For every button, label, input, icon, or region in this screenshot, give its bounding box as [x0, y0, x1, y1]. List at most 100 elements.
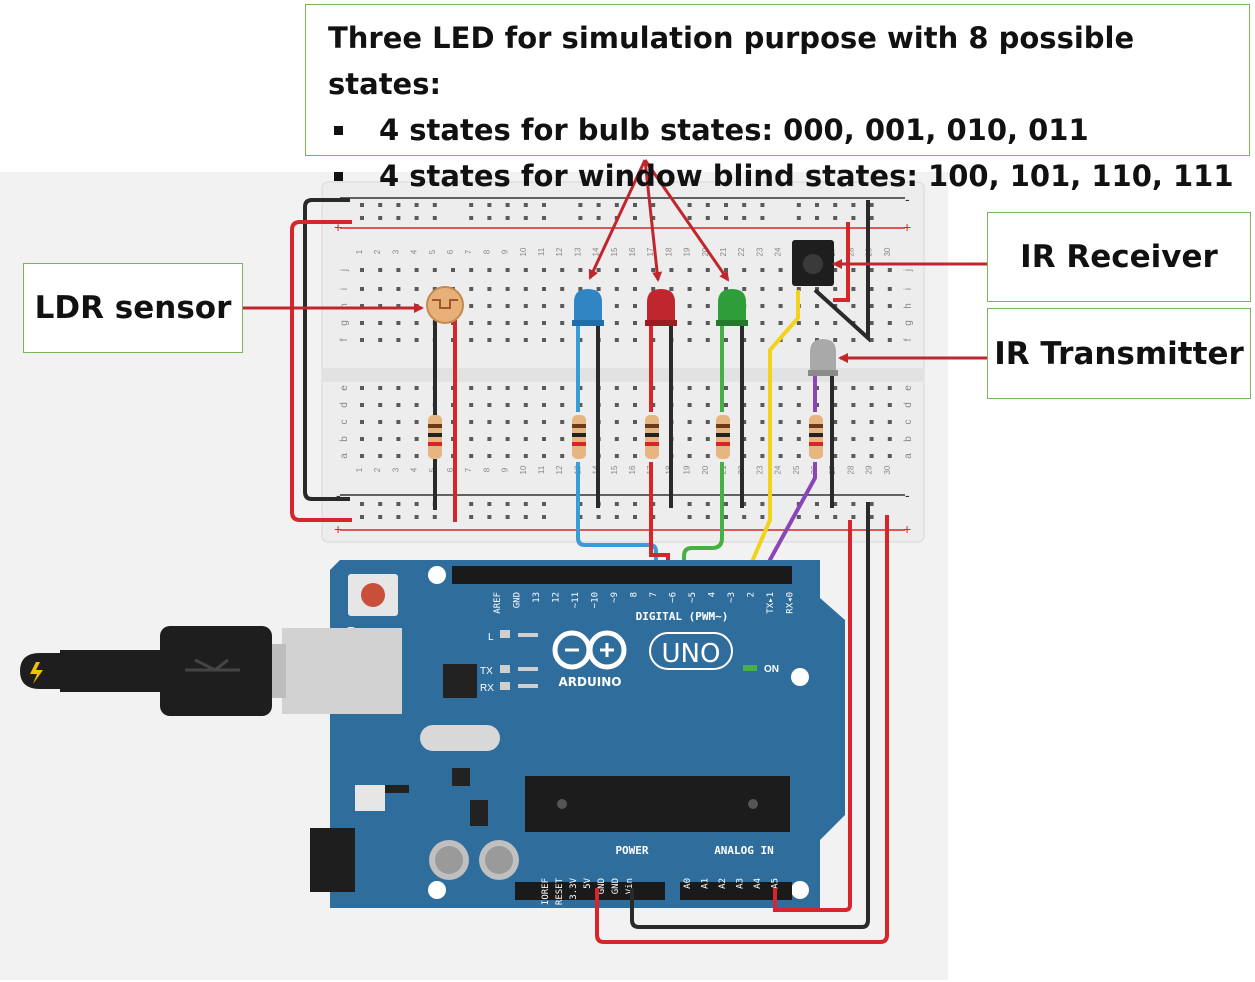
terminal-hole: [869, 454, 874, 458]
terminal-hole: [687, 268, 692, 272]
column-number: 12: [555, 247, 564, 256]
terminal-hole: [851, 454, 856, 458]
terminal-hole: [360, 386, 364, 390]
row-letter: f: [339, 338, 350, 341]
resistor-green: [716, 415, 730, 459]
pin-label: A3: [736, 878, 746, 889]
rail-hole: [796, 515, 801, 519]
terminal-hole: [833, 420, 838, 424]
row-letter: g: [903, 320, 914, 326]
terminal-hole: [414, 403, 419, 407]
rail-hole: [469, 515, 474, 519]
terminal-hole: [542, 304, 546, 308]
terminal-hole: [414, 321, 419, 325]
row-letter: h: [903, 303, 914, 309]
terminal-hole: [705, 321, 710, 325]
blind-states-item: 4 states for window blind states: 100, 1…: [320, 153, 1235, 199]
terminal-hole: [705, 268, 710, 272]
terminal-hole: [833, 321, 838, 325]
terminal-hole: [796, 338, 801, 342]
terminal-hole: [469, 454, 474, 458]
terminal-hole: [578, 403, 583, 407]
power-header-label: POWER: [615, 844, 648, 857]
terminal-hole: [833, 454, 838, 458]
terminal-hole: [869, 304, 874, 308]
column-number: 9: [501, 467, 510, 472]
column-number: 23: [755, 465, 764, 474]
column-number: 4: [410, 467, 419, 472]
terminal-hole: [833, 268, 838, 272]
terminal-hole: [851, 268, 856, 272]
terminal-hole: [487, 321, 492, 325]
terminal-hole: [633, 386, 637, 390]
terminal-hole: [560, 338, 565, 342]
pin-label: ~3: [727, 592, 737, 603]
rail-hole: [378, 216, 383, 220]
column-number: 1: [355, 249, 364, 254]
terminal-hole: [396, 338, 401, 342]
rail-hole: [851, 515, 856, 519]
column-number: 20: [701, 465, 710, 474]
pin-label: 8: [630, 592, 640, 597]
terminal-hole: [724, 268, 728, 272]
rail-hole: [796, 203, 801, 207]
terminal-hole: [542, 386, 546, 390]
terminal-hole: [578, 287, 583, 291]
column-number: 17: [646, 247, 655, 256]
rail-hole: [487, 216, 492, 220]
rail-hole: [378, 515, 383, 519]
terminal-hole: [687, 386, 692, 390]
column-number: 11: [537, 465, 546, 474]
terminal-hole: [887, 420, 892, 424]
rail-hole: [851, 203, 856, 207]
rail-hole: [833, 203, 838, 207]
terminal-hole: [833, 338, 838, 342]
column-number: 8: [482, 467, 491, 472]
pin-label: ~11: [571, 592, 581, 608]
rail-hole: [614, 515, 619, 519]
terminal-hole: [560, 420, 565, 424]
terminal-hole: [851, 287, 856, 291]
ir-transmitter: [808, 339, 838, 508]
rail-hole: [378, 502, 383, 506]
rail-hole: [596, 216, 601, 220]
terminal-hole: [815, 321, 819, 325]
terminal-hole: [815, 304, 819, 308]
terminal-hole: [360, 268, 364, 272]
terminal-hole: [851, 304, 856, 308]
terminal-hole: [505, 454, 510, 458]
rail-hole: [396, 203, 401, 207]
terminal-hole: [487, 386, 492, 390]
column-number: 13: [573, 247, 582, 256]
terminal-hole: [414, 386, 419, 390]
ir-receiver-callout: IR Receiver: [987, 212, 1251, 302]
terminal-hole: [705, 420, 710, 424]
wire-red-ir-receiver: [833, 222, 850, 302]
terminal-hole: [742, 403, 747, 407]
terminal-hole: [760, 338, 765, 342]
terminal-hole: [760, 304, 765, 308]
rail-hole: [487, 515, 492, 519]
terminal-hole: [487, 420, 492, 424]
row-letter: j: [903, 269, 914, 272]
rail-hole: [523, 203, 528, 207]
ldr-callout-label: LDR sensor: [34, 290, 232, 326]
row-letter: a: [903, 453, 914, 459]
rail-hole: [542, 515, 546, 519]
column-number: 1: [355, 467, 364, 472]
analog-header: [680, 882, 792, 900]
board-brand: ARDUINO: [559, 675, 622, 689]
resistor-red: [645, 415, 659, 459]
terminal-hole: [614, 386, 619, 390]
rail-hole: [414, 203, 419, 207]
terminal-hole: [505, 338, 510, 342]
terminal-hole: [705, 454, 710, 458]
rail-hole: [633, 502, 637, 506]
terminal-hole: [796, 321, 801, 325]
terminal-hole: [851, 338, 856, 342]
terminal-hole: [687, 338, 692, 342]
terminal-hole: [887, 454, 892, 458]
terminal-hole: [742, 287, 747, 291]
analog-header-label: ANALOG IN: [714, 844, 774, 857]
ir-receiver-callout-label: IR Receiver: [1020, 239, 1218, 275]
